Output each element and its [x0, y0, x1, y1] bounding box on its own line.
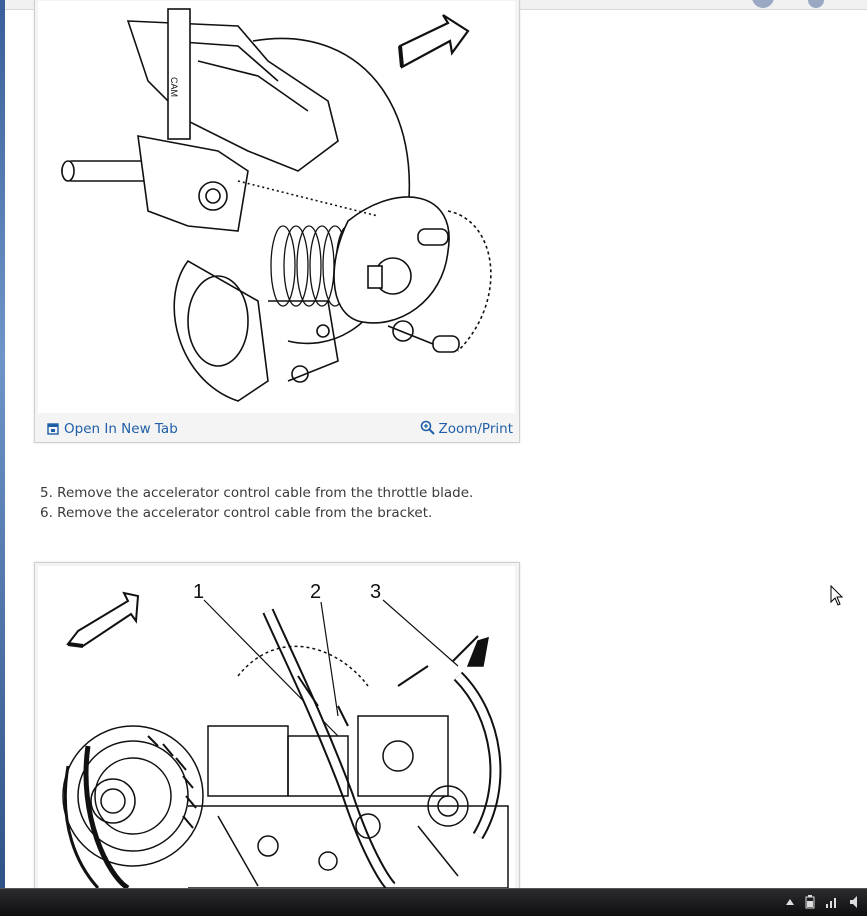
callout-3: 3	[370, 581, 381, 603]
open-in-new-tab-label: Open In New Tab	[64, 421, 178, 437]
figure-engine-bay: 1 2 3	[34, 562, 520, 894]
step-5: 5. Remove the accelerator control cable …	[40, 485, 474, 501]
step-6: 6. Remove the accelerator control cable …	[40, 505, 433, 521]
throttle-body-drawing: CAM	[61, 8, 492, 402]
callout-1: 1	[193, 581, 204, 603]
up-arrow-icon[interactable]	[785, 897, 795, 909]
window-left-edge	[0, 0, 5, 890]
instruction-steps: 5. Remove the accelerator control cable …	[40, 483, 473, 523]
browser-icon[interactable]	[752, 0, 774, 8]
new-tab-icon	[47, 423, 59, 435]
open-in-new-tab-link[interactable]: Open In New Tab	[47, 421, 178, 437]
mouse-cursor-icon	[830, 585, 844, 606]
taskbar	[0, 888, 867, 916]
callout-2: 2	[310, 581, 321, 603]
volume-icon[interactable]	[849, 895, 861, 909]
figure-throttle-body: CAM	[34, 0, 520, 443]
battery-icon[interactable]	[805, 895, 815, 909]
signal-icon[interactable]	[825, 895, 839, 909]
system-tray	[785, 895, 861, 909]
browser-icon[interactable]	[808, 0, 824, 8]
cam-label: CAM	[169, 77, 179, 97]
zoom-print-label: Zoom/Print	[438, 421, 513, 437]
zoom-print-link[interactable]: Zoom/Print	[420, 417, 513, 437]
engine-bay-illustration: 1 2 3	[38, 566, 515, 894]
zoom-icon	[421, 420, 436, 435]
throttle-body-illustration: CAM	[38, 1, 515, 413]
figure-toolbar: Open In New Tab Zoom/Print	[35, 415, 519, 442]
engine-bay-drawing: 1 2 3	[62, 581, 509, 894]
